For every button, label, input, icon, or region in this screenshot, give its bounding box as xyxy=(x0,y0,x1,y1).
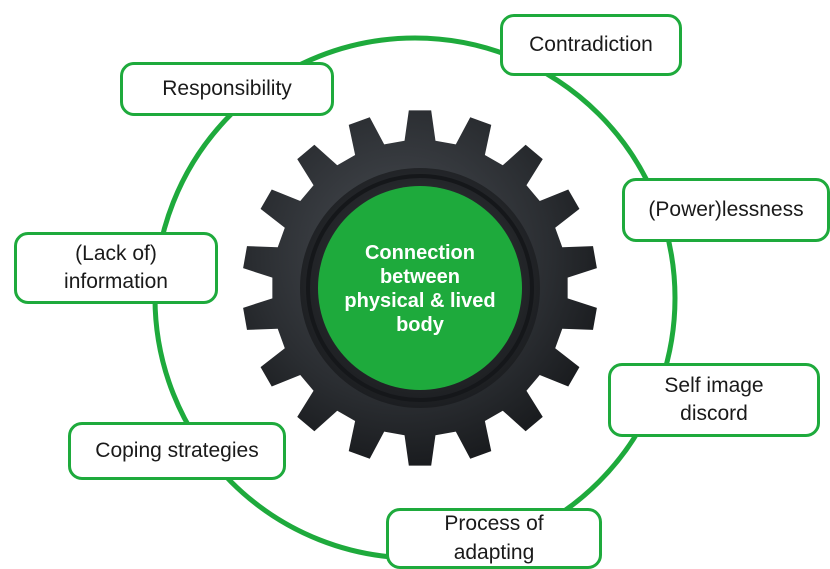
node-process-of-adapting: Process of adapting xyxy=(386,508,602,569)
node-powerlessness: (Power)lessness xyxy=(622,178,830,242)
center-label: Connection between physical & lived body xyxy=(344,242,496,336)
node-contradiction: Contradiction xyxy=(500,14,682,76)
node-lack-of-information: (Lack of) information xyxy=(14,232,218,304)
node-self-image-discord: Self image discord xyxy=(608,363,820,437)
node-responsibility: Responsibility xyxy=(120,62,334,116)
gear-icon xyxy=(243,110,597,466)
center-circle xyxy=(318,186,522,390)
node-coping-strategies: Coping strategies xyxy=(68,422,286,480)
